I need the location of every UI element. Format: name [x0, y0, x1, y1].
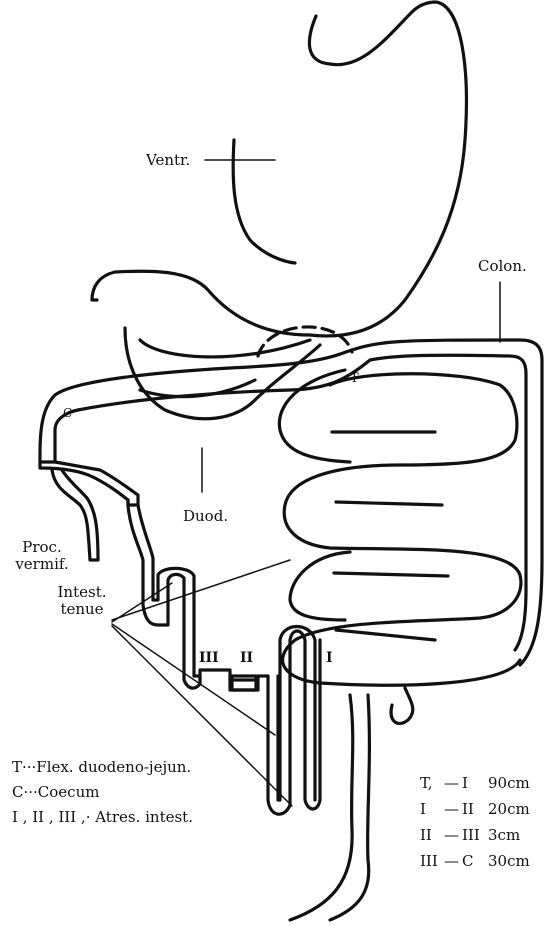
atresia-1-marker: I: [326, 650, 333, 667]
legend-row-atresia: I , II , III ,· Atres. intest.: [12, 805, 193, 830]
jejunum-loops: [283, 374, 521, 685]
t-marker: T: [350, 370, 359, 387]
loop-stroke-2: [336, 502, 442, 505]
atresia-gap-1: [232, 676, 256, 690]
intest-line: Intest.: [52, 584, 112, 601]
vermif-line: vermif.: [12, 556, 72, 573]
legend: T···Flex. duodeno-jejun. C···Coecum I , …: [12, 755, 193, 830]
tenue-line: tenue: [52, 601, 112, 618]
ascending-colon: [40, 395, 78, 462]
intest-tenue-label: Intest. tenue: [52, 584, 112, 618]
ventr-label: Ventr.: [146, 152, 190, 169]
duod-label: Duod.: [183, 508, 228, 525]
loop-stroke-4: [336, 630, 435, 640]
proc-vermif-label: Proc. vermif.: [12, 539, 72, 573]
c-marker: C: [63, 405, 72, 422]
loop-stroke-3: [334, 573, 448, 576]
atresia-3-marker: III: [199, 650, 219, 667]
rectum-tube: [290, 688, 413, 920]
legend-row-c: C···Coecum: [12, 780, 193, 805]
intest-line-1: [112, 560, 290, 620]
proc-line: Proc.: [12, 539, 72, 556]
legend-row-t: T···Flex. duodeno-jejun.: [12, 755, 193, 780]
colon-transverse-upper: [55, 340, 542, 560]
atresia-2-marker: II: [240, 650, 253, 667]
colon-label: Colon.: [478, 258, 527, 275]
